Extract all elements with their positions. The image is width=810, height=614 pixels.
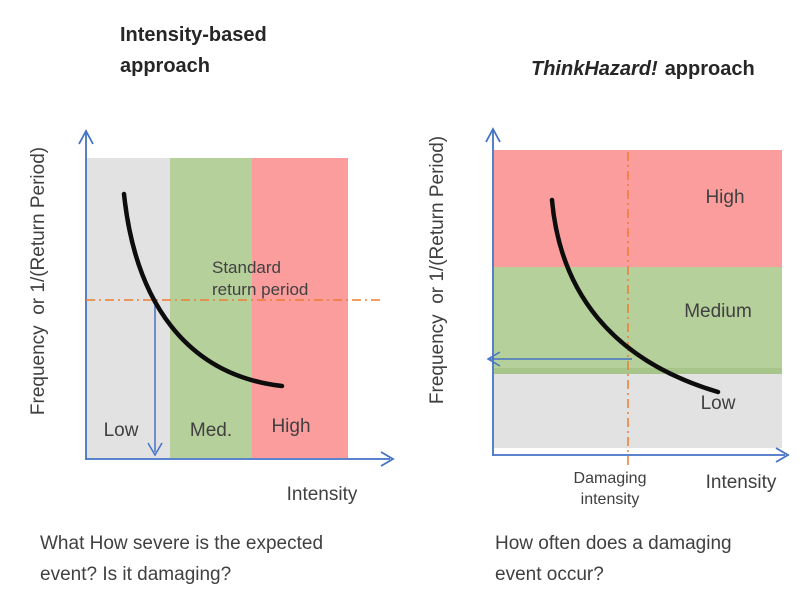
left-zone-label-low: Low	[103, 420, 139, 441]
right-y-axis-label: Frequency or 1/(Return Period)	[427, 135, 448, 405]
right-damaging-intensity-label: Damaging intensity	[573, 470, 647, 508]
left-zone-band-high	[252, 158, 348, 458]
left-zone-band-medium	[170, 158, 252, 458]
right-panel-title-rest: approach	[664, 58, 755, 80]
left-standard-return-period-label: Standard return period	[212, 258, 309, 299]
left-zone-label-high: High	[271, 416, 311, 437]
left-y-axis-label: Frequency or 1/(Return Period)	[28, 146, 49, 416]
left-zone-band-low	[87, 158, 170, 458]
right-x-axis-arrow-icon	[775, 447, 790, 463]
right-y-axis-arrow-icon	[485, 127, 501, 143]
left-zone-label-medium: Med.	[189, 420, 233, 441]
right-zone-label-medium: Medium	[684, 301, 752, 322]
left-caption: What How severe is the expected event? I…	[40, 533, 324, 585]
left-x-axis-label: Intensity	[286, 484, 358, 505]
left-x-axis-arrow-icon	[380, 451, 395, 467]
right-zone-label-high: High	[705, 187, 745, 208]
right-caption: How often does a damaging event occur?	[495, 533, 732, 585]
left-panel-title: Intensity-based approach	[120, 24, 267, 77]
right-zone-label-low: Low	[700, 393, 736, 414]
right-zone-band-low	[494, 374, 782, 448]
right-x-axis-label: Intensity	[705, 472, 777, 493]
left-y-axis-arrow-icon	[78, 129, 94, 145]
right-panel-title: ThinkHazard! approach	[531, 23, 755, 85]
right-panel-title-brand: ThinkHazard!	[531, 58, 658, 80]
